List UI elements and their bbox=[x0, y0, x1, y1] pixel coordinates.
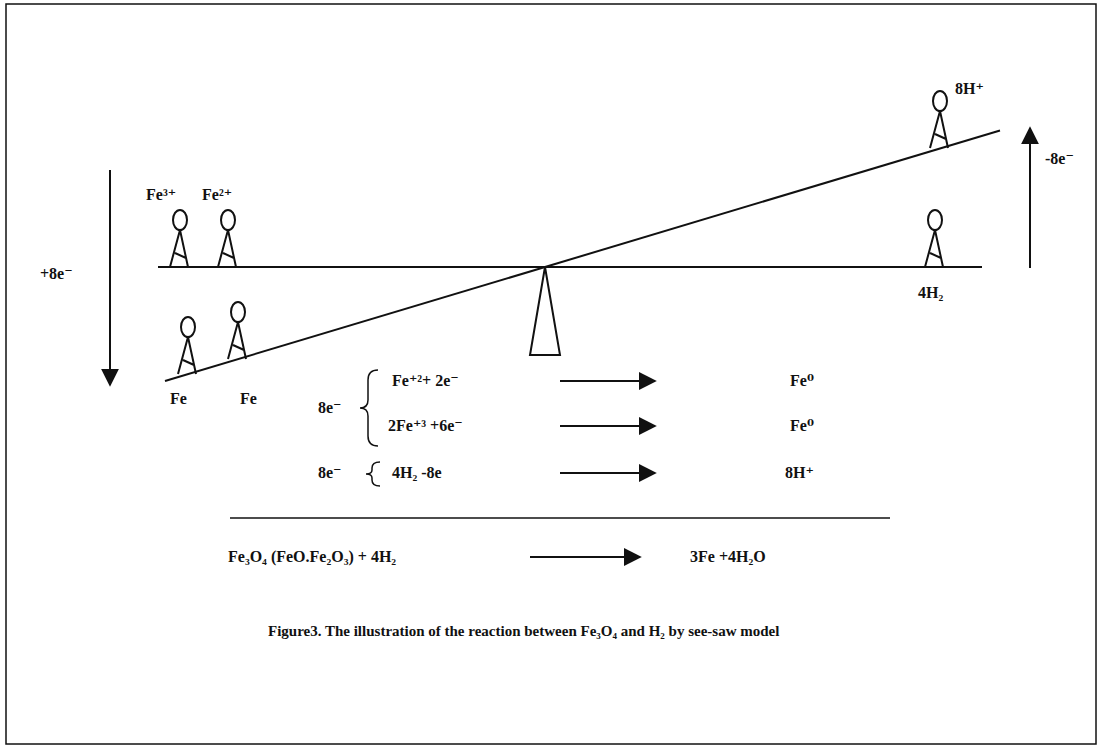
product: Fe⁰ bbox=[790, 372, 814, 390]
figure-head bbox=[221, 210, 235, 230]
half-reaction: 4H₂ -8e bbox=[392, 464, 442, 482]
electron-gain-arrow bbox=[109, 170, 111, 385]
electron-label: +8e⁻ bbox=[40, 265, 73, 283]
brace bbox=[366, 462, 380, 486]
product: Fe⁰ bbox=[790, 417, 814, 435]
half-reaction: Fe⁺²+ 2e⁻ bbox=[392, 372, 459, 390]
half-reaction: 2Fe⁺³ +6e⁻ bbox=[388, 417, 463, 435]
tilted-beam bbox=[165, 131, 1000, 382]
level-beam bbox=[158, 266, 982, 268]
figure-body bbox=[930, 111, 948, 148]
ion-label: Fe²⁺ bbox=[202, 186, 232, 204]
electron-count: 8e⁻ bbox=[318, 464, 342, 482]
reaction-arrow bbox=[530, 556, 640, 558]
stick-figures bbox=[170, 91, 948, 374]
product: 8H⁺ bbox=[785, 464, 814, 482]
figure-body bbox=[178, 337, 196, 374]
figure-head bbox=[231, 302, 245, 322]
figure-body bbox=[925, 230, 943, 267]
electron-count: 8e⁻ bbox=[318, 399, 342, 417]
reaction-arrow bbox=[560, 425, 655, 427]
frame bbox=[6, 4, 1096, 744]
atom-label: Fe bbox=[170, 390, 187, 408]
ion-label: Fe³⁺ bbox=[146, 186, 176, 204]
brace bbox=[360, 370, 378, 446]
ion-label: 8H⁺ bbox=[955, 80, 984, 98]
reaction-arrow bbox=[560, 380, 655, 382]
figure-body bbox=[218, 230, 236, 267]
figure-caption: Figure3. The illustration of the reactio… bbox=[268, 622, 779, 640]
figure-head bbox=[173, 210, 187, 230]
figure-head bbox=[928, 210, 942, 230]
pivot bbox=[530, 267, 560, 355]
reactants: Fe₃O₄ (FeO.Fe₂O₃) + 4H₂ bbox=[228, 548, 396, 566]
figure-head bbox=[933, 91, 947, 111]
electron-loss-arrow bbox=[1029, 128, 1031, 268]
atom-label: Fe bbox=[240, 390, 257, 408]
figure-body bbox=[228, 322, 246, 359]
products: 3Fe +4H₂O bbox=[690, 548, 766, 566]
reaction-arrow bbox=[560, 472, 655, 474]
sum-line bbox=[230, 517, 890, 519]
molecule-label: 4H₂ bbox=[918, 284, 943, 302]
figure-body bbox=[170, 230, 188, 267]
figure-head bbox=[181, 317, 195, 337]
electron-label: -8e⁻ bbox=[1045, 150, 1074, 168]
